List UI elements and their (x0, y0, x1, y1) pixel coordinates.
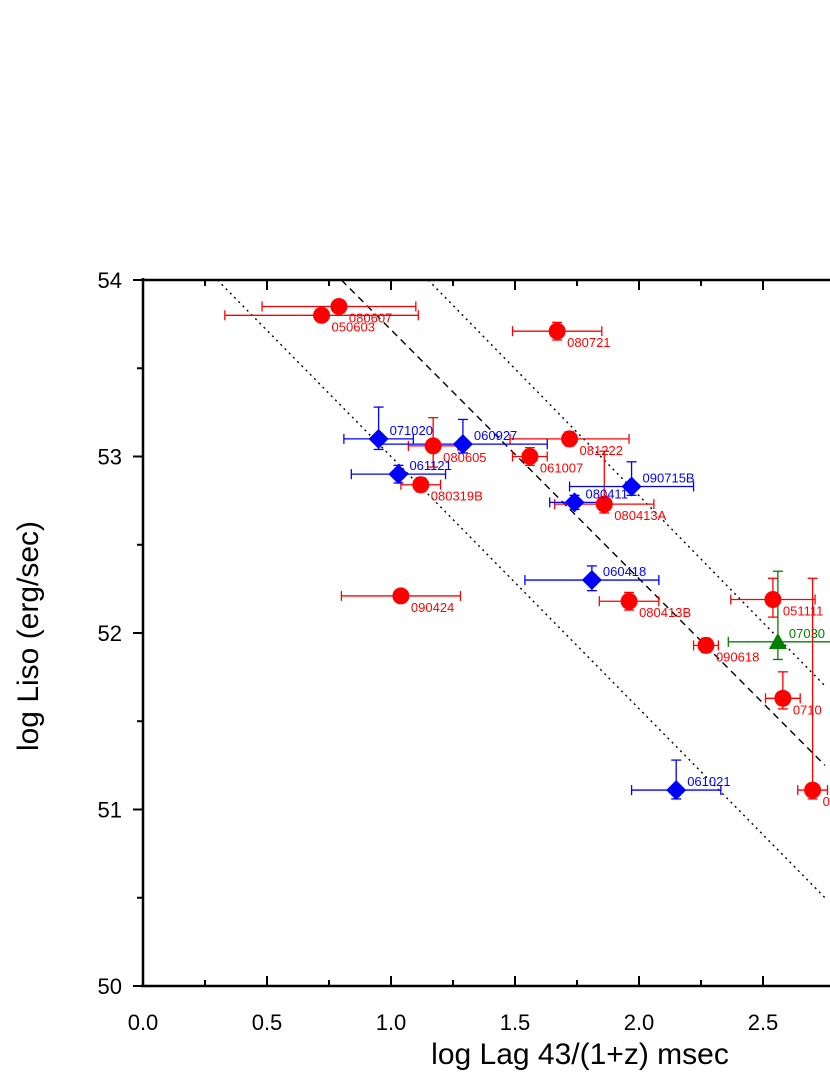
x-axis-label: log Lag 43/(1+z) msec (431, 1038, 729, 1071)
point-label: 07030 (789, 626, 825, 641)
point-label: 060927 (474, 428, 517, 443)
triangle-marker (768, 632, 787, 650)
diamond-marker (564, 492, 585, 513)
point-label: 0 (823, 794, 830, 809)
point-label: 050603 (332, 319, 375, 334)
circle-marker (412, 476, 430, 494)
point-label: 090424 (411, 600, 454, 615)
point-label: 061121 (409, 458, 451, 473)
y-tick-label: 53 (98, 445, 122, 470)
point-label: 080605 (443, 450, 486, 465)
circle-marker (313, 306, 331, 324)
point-label: 080413A (614, 508, 666, 523)
circle-marker (697, 636, 715, 654)
circle-marker (764, 590, 782, 608)
point-label: 080411 (586, 486, 628, 501)
point-label: 090618 (716, 649, 759, 664)
point-label: 061007 (540, 461, 583, 476)
x-tick-label: 0.5 (252, 1010, 283, 1035)
y-tick-label: 52 (98, 621, 122, 646)
point-label: 080721 (567, 335, 610, 350)
point-label: 080413B (639, 605, 691, 620)
x-tick-label: 1.5 (500, 1010, 531, 1035)
diamond-marker (621, 476, 642, 497)
circle-marker (804, 781, 822, 799)
y-tick-label: 50 (98, 974, 122, 999)
point-label: 080607 (349, 310, 392, 325)
point-label: 090715B (643, 471, 695, 486)
x-tick-label: 1.0 (376, 1010, 407, 1035)
axes (141, 278, 830, 988)
diamond-marker (368, 428, 389, 449)
y-axis-label: log Liso (erg/sec) (12, 521, 45, 751)
x-tick-label: 0.0 (128, 1010, 159, 1035)
circle-marker (424, 437, 442, 455)
point-label: 051111 (783, 603, 824, 618)
x-tick-label: 2.5 (748, 1010, 779, 1035)
circle-marker (620, 592, 638, 610)
diamond-marker (388, 464, 409, 485)
point-label: 080319B (431, 489, 483, 504)
error-bars (224, 300, 830, 800)
circle-marker (392, 587, 410, 605)
circle-marker (774, 689, 792, 707)
x-tick-label: 2.0 (624, 1010, 655, 1035)
axis-ticks: 0.0 0.5 1.0 1.5 2.0 2.5 50 51 52 53 54 (98, 268, 779, 1035)
point-label: 071020 (390, 423, 433, 438)
y-tick-label: 51 (98, 798, 122, 823)
diamond-marker (581, 570, 602, 591)
diamond-marker (666, 780, 687, 801)
circle-marker (330, 297, 348, 315)
data-markers (313, 297, 822, 801)
point-label: 0710 (793, 702, 822, 717)
guide-lines (216, 280, 826, 899)
circle-marker (548, 322, 566, 340)
point-label: 061021 (687, 774, 730, 789)
circle-marker (521, 448, 539, 465)
point-label: 060418 (603, 564, 646, 579)
circle-marker (595, 495, 613, 513)
point-label: 081222 (580, 443, 623, 458)
dotted-bound-line (216, 280, 826, 899)
y-tick-label: 54 (98, 268, 122, 293)
dashed-fit-line (340, 280, 826, 766)
circle-marker (561, 430, 579, 448)
diamond-marker (452, 434, 473, 455)
